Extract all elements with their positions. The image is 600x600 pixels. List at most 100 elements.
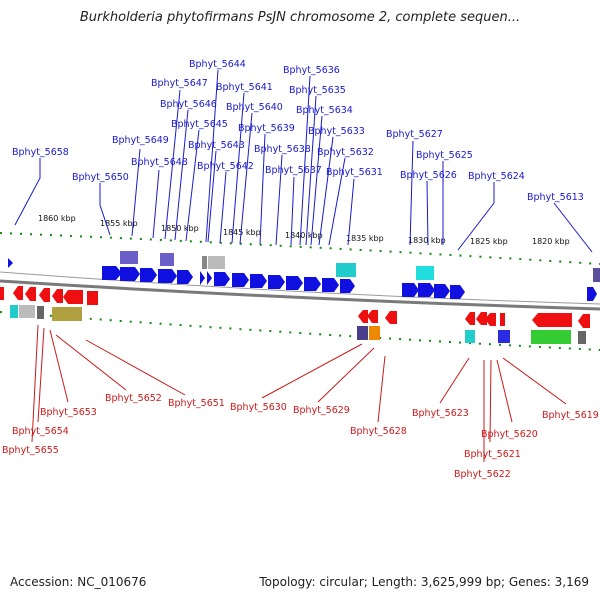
forward-genes — [8, 258, 597, 301]
gene-block[interactable] — [10, 305, 18, 318]
gene-arrow[interactable] — [485, 313, 496, 326]
ruler-label: 1835 kbp — [346, 234, 384, 243]
gene-arrow[interactable] — [25, 287, 36, 301]
gene-label[interactable]: Bphyt_5645 — [171, 119, 228, 130]
gene-arrow[interactable] — [304, 277, 321, 291]
gene-arrow[interactable] — [268, 275, 285, 289]
gene-arrow[interactable] — [532, 313, 572, 327]
ruler-bottom — [0, 311, 600, 351]
gene-block[interactable] — [578, 331, 586, 344]
gene-block[interactable] — [357, 326, 368, 340]
gene-block[interactable] — [336, 263, 356, 277]
gene-arrow[interactable] — [87, 291, 98, 305]
gene-arrow[interactable] — [102, 266, 122, 280]
gene-label[interactable]: Bphyt_5634 — [296, 105, 353, 116]
gene-arrow[interactable] — [418, 283, 435, 297]
gene-block[interactable] — [202, 256, 207, 269]
gene-label[interactable]: Bphyt_5652 — [105, 393, 162, 404]
gene-label[interactable]: Bphyt_5633 — [308, 126, 365, 137]
gene-label[interactable]: Bphyt_5648 — [131, 157, 188, 168]
gene-arrow[interactable] — [340, 279, 355, 293]
gene-arrow[interactable] — [0, 287, 4, 300]
gene-arrow[interactable] — [214, 272, 230, 286]
gene-label[interactable]: Bphyt_5625 — [416, 150, 473, 161]
gene-arrow[interactable] — [587, 287, 597, 301]
gene-arrow[interactable] — [13, 286, 23, 300]
gene-label[interactable]: Bphyt_5646 — [160, 99, 217, 110]
gene-label[interactable]: Bphyt_5643 — [188, 140, 245, 151]
gene-arrow[interactable] — [63, 290, 83, 304]
gene-arrow[interactable] — [120, 267, 140, 281]
gene-label[interactable]: Bphyt_5622 — [454, 469, 511, 480]
gene-label[interactable]: Bphyt_5624 — [468, 171, 525, 182]
gene-arrow[interactable] — [207, 271, 212, 285]
gene-label[interactable]: Bphyt_5639 — [238, 123, 295, 134]
gene-label[interactable]: Bphyt_5653 — [40, 407, 97, 418]
gene-arrow[interactable] — [250, 274, 267, 288]
gene-label[interactable]: Bphyt_5647 — [151, 78, 208, 89]
gene-arrow[interactable] — [450, 285, 465, 299]
gene-label[interactable]: Bphyt_5650 — [72, 172, 129, 183]
gene-block[interactable] — [531, 330, 571, 344]
gene-label[interactable]: Bphyt_5644 — [189, 59, 246, 70]
gene-label[interactable]: Bphyt_5628 — [350, 426, 407, 437]
gene-label[interactable]: Bphyt_5629 — [293, 405, 350, 416]
gene-block[interactable] — [160, 253, 174, 266]
gene-label[interactable]: Bphyt_5620 — [481, 429, 538, 440]
gene-label[interactable]: Bphyt_5654 — [12, 426, 69, 437]
gene-label[interactable]: Bphyt_5642 — [197, 161, 254, 172]
gene-arrow[interactable] — [434, 284, 450, 298]
gene-label[interactable]: Bphyt_5655 — [2, 445, 59, 456]
gene-block[interactable] — [498, 330, 510, 343]
gene-block[interactable] — [465, 330, 475, 343]
gene-label[interactable]: Bphyt_5638 — [254, 144, 311, 155]
gene-label[interactable]: Bphyt_5630 — [230, 402, 287, 413]
gene-arrow[interactable] — [322, 278, 339, 292]
gene-arrow[interactable] — [158, 269, 177, 283]
gene-arrow[interactable] — [402, 283, 419, 297]
gene-block[interactable] — [593, 268, 600, 282]
ruler-label: 1850 kbp — [161, 224, 199, 233]
gene-arrow[interactable] — [177, 270, 193, 284]
gene-label[interactable]: Bphyt_5621 — [464, 449, 521, 460]
gene-label[interactable]: Bphyt_5640 — [226, 102, 283, 113]
gene-label[interactable]: Bphyt_5636 — [283, 65, 340, 76]
gene-label[interactable]: Bphyt_5623 — [412, 408, 469, 419]
gene-label[interactable]: Bphyt_5619 — [542, 410, 599, 421]
gene-arrow[interactable] — [367, 310, 378, 323]
gene-arrow[interactable] — [465, 312, 475, 325]
gene-arrow[interactable] — [476, 312, 487, 325]
gene-arrow[interactable] — [500, 313, 505, 326]
gene-arrow[interactable] — [200, 271, 205, 285]
gene-arrow[interactable] — [232, 273, 249, 287]
gene-block[interactable] — [369, 326, 380, 340]
gene-label[interactable]: Bphyt_5649 — [112, 135, 169, 146]
gene-arrow[interactable] — [385, 311, 397, 324]
gene-label[interactable]: Bphyt_5632 — [317, 147, 374, 158]
gene-label[interactable]: Bphyt_5651 — [168, 398, 225, 409]
ruler-label: 1825 kbp — [470, 237, 508, 246]
gene-label[interactable]: Bphyt_5631 — [326, 167, 383, 178]
gene-arrow[interactable] — [140, 268, 157, 282]
gene-block[interactable] — [52, 307, 82, 321]
gene-label[interactable]: Bphyt_5637 — [265, 165, 322, 176]
gene-label[interactable]: Bphyt_5626 — [400, 170, 457, 181]
gene-arrow[interactable] — [8, 258, 13, 268]
gene-arrow[interactable] — [358, 310, 368, 323]
gene-label[interactable]: Bphyt_5627 — [386, 129, 443, 140]
gene-label[interactable]: Bphyt_5613 — [527, 192, 584, 203]
gene-block[interactable] — [19, 305, 35, 318]
gene-block[interactable] — [208, 256, 225, 269]
gene-arrow[interactable] — [39, 288, 50, 302]
gene-arrow[interactable] — [578, 314, 590, 328]
gene-block[interactable] — [416, 266, 434, 280]
gene-block[interactable] — [120, 251, 138, 264]
bottom-leader-lines — [31, 324, 567, 462]
gene-block[interactable] — [37, 306, 44, 319]
gene-arrow[interactable] — [52, 289, 63, 303]
gene-label[interactable]: Bphyt_5641 — [216, 82, 273, 93]
gene-arrow[interactable] — [286, 276, 303, 290]
gene-label[interactable]: Bphyt_5635 — [289, 85, 346, 96]
gene-label[interactable]: Bphyt_5658 — [12, 147, 69, 158]
